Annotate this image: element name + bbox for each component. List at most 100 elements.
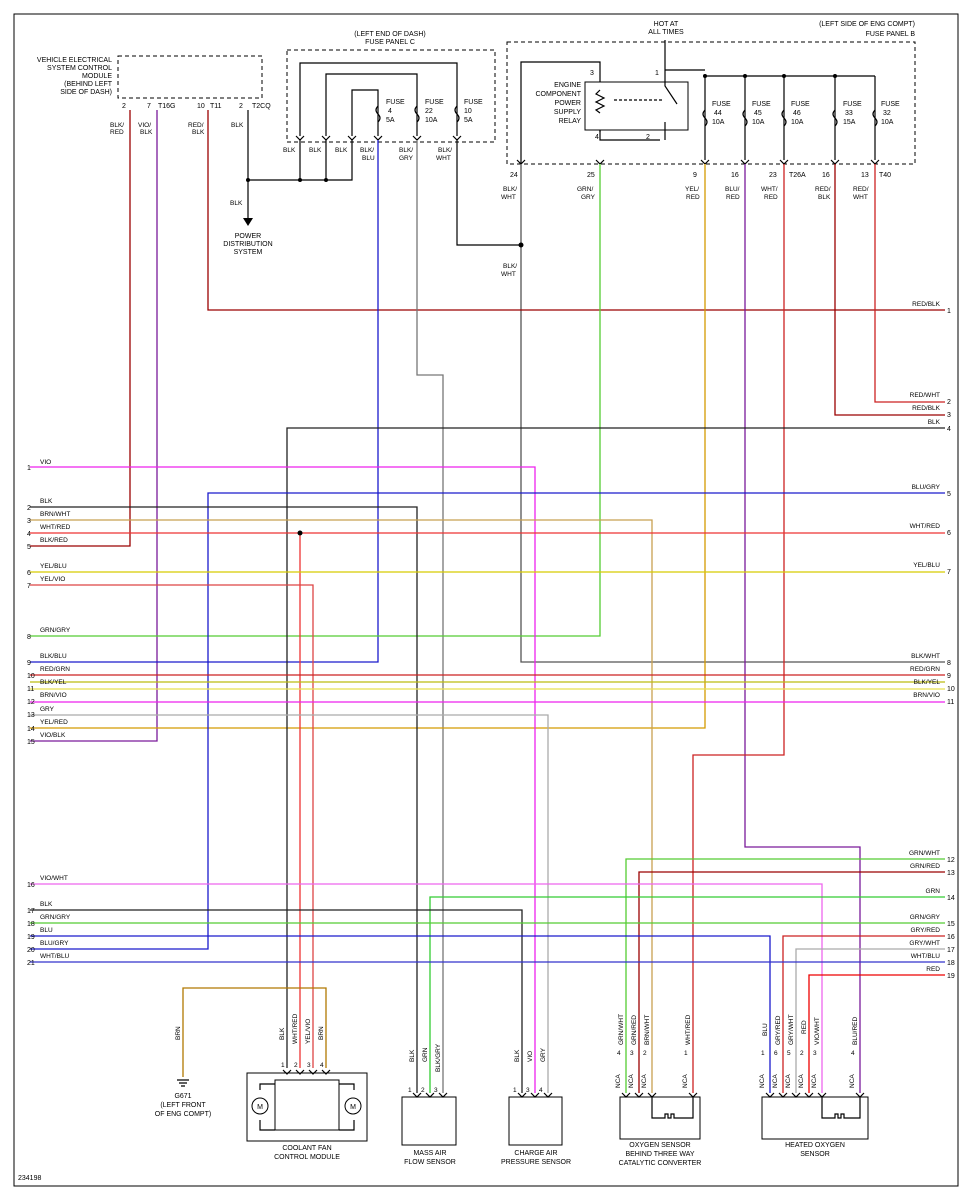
t26a-wire-5a: WHT/: [761, 186, 778, 193]
o2b-line-2: SENSOR: [800, 1151, 830, 1158]
wire-label-blk-red-1: BLK/: [110, 122, 124, 129]
left-color-7: YEL/VIO: [40, 576, 65, 583]
maf-pin-3: 3: [434, 1087, 438, 1094]
coolant-wire-1: BLK: [279, 1027, 286, 1040]
o2b-pin-6: 6: [774, 1050, 778, 1057]
relay-line-5: RELAY: [559, 118, 582, 125]
motor-right-label: M: [350, 1104, 356, 1111]
connector-t26a: T26A: [789, 172, 806, 179]
fuse-c-wire-4b: BLU: [362, 155, 375, 162]
o2b-nca-3: NCA: [785, 1074, 792, 1088]
wire-red-19: [808, 974, 945, 1093]
o2b-nca-5: NCA: [811, 1074, 818, 1088]
cap-line-1: CHARGE AIR: [514, 1150, 557, 1157]
right-num-8: 8: [947, 660, 951, 667]
left-color-14: YEL/RED: [40, 719, 68, 726]
fuse-b1-amp: 10A: [712, 119, 725, 126]
wire-brn-wht-3: [30, 519, 653, 1093]
o2a-pin-1: 1: [684, 1050, 688, 1057]
wire-blk-wht-8: [520, 164, 945, 663]
t26a-wire-2b: GRY: [581, 194, 596, 201]
t26a-wire-3b: RED: [686, 194, 700, 201]
wire-wht-red-o2a: [692, 164, 785, 1093]
power-distribution-system: BLK POWER DISTRIBUTION SYSTEM: [223, 200, 272, 256]
connector-t11: T11: [210, 103, 222, 110]
wire-label-blk: BLK: [231, 122, 244, 129]
cap-wire-3: GRY: [540, 1047, 547, 1062]
relay-line-1: ENGINE: [554, 82, 581, 89]
wire-red-wht-2: [874, 164, 945, 403]
vescm-line-5: SIDE OF DASH): [60, 89, 112, 96]
wire-yel-red-14: [30, 164, 706, 729]
t40-wire-2a: RED/: [853, 186, 869, 193]
fuse-b3-amp: 10A: [791, 119, 804, 126]
fuse-b4-name: FUSE: [843, 101, 862, 108]
right-color-16: GRY/RED: [911, 927, 941, 934]
heated-oxygen-sensor: BLU GRY/RED GRY/WHT RED VIO/WHT BLU/RED …: [759, 1014, 869, 1158]
relay-pin-3: 3: [590, 70, 594, 77]
vescm-line-2: SYSTEM CONTROL: [47, 65, 112, 72]
coolant-line-1: COOLANT FAN: [282, 1145, 331, 1152]
wire-gry-wht-17: [795, 948, 945, 1093]
vescm-line-4: (BEHIND LEFT: [64, 81, 113, 88]
left-num-9: 9: [27, 660, 31, 667]
left-color-20: BLU/GRY: [40, 940, 69, 947]
cap-wire-1: BLK: [514, 1049, 521, 1062]
o2b-wire-4: RED: [801, 1020, 808, 1034]
t40-pin-16: 16: [822, 172, 830, 179]
t26a-pin-25: 25: [587, 172, 595, 179]
fuse-c-wire-6a: BLK/: [438, 147, 452, 154]
left-color-19: BLU: [40, 927, 53, 934]
left-num-19: 19: [27, 934, 35, 941]
right-color-17: GRY/WHT: [909, 940, 940, 947]
o2a-line-1: OXYGEN SENSOR: [629, 1142, 690, 1149]
fuse-panel-c: (LEFT END OF DASH) FUSE PANEL C FUSE 4 5…: [283, 31, 496, 162]
fuse-b5-amp: 10A: [881, 119, 894, 126]
o2a-line-3: CATALYTIC CONVERTER: [619, 1160, 702, 1167]
o2a-pin-4: 4: [617, 1050, 621, 1057]
o2a-line-2: BEHIND THREE WAY: [625, 1151, 694, 1158]
t26a-wire-1a: BLK/: [503, 186, 517, 193]
fuse-b5-num: 32: [883, 110, 891, 117]
wire-grn-14: [429, 896, 945, 1093]
fuse-c3-name: FUSE: [464, 99, 483, 106]
left-num-7: 7: [27, 583, 31, 590]
t26a-wire-4a: BLU/: [725, 186, 740, 193]
left-color-1: VIO: [40, 459, 51, 466]
right-num-4: 4: [947, 426, 951, 433]
hot-line-2: ALL TIMES: [648, 29, 684, 36]
cap-pin-3: 3: [526, 1087, 530, 1094]
right-num-16: 16: [947, 934, 955, 941]
right-color-4: BLK: [928, 419, 941, 426]
o2a-wire-2: GRN/RED: [631, 1015, 638, 1045]
wire-red-blk-1: [207, 110, 945, 311]
splice-label-1: BLK/: [503, 263, 517, 270]
right-color-11: BRN/VIO: [913, 692, 940, 699]
t26a-pin-24: 24: [510, 172, 518, 179]
o2b-wire-3: GRY/WHT: [788, 1014, 795, 1045]
wire-blk-blu-9: [30, 140, 379, 663]
left-num-17: 17: [27, 908, 35, 915]
right-color-18: WHT/BLU: [911, 953, 941, 960]
fuse-c-wire-2: BLK: [309, 147, 322, 154]
pds-line-3: SYSTEM: [234, 249, 263, 256]
left-color-18: GRN/GRY: [40, 914, 71, 921]
wire-blk-gry-maf: [416, 140, 444, 1093]
fuse-b4-num: 33: [845, 110, 853, 117]
left-num-16: 16: [27, 882, 35, 889]
ground-line-1: G671: [174, 1093, 191, 1100]
right-num-1: 1: [947, 308, 951, 315]
fuse-c-wire-5a: BLK/: [399, 147, 413, 154]
o2a-pin-2: 2: [643, 1050, 647, 1057]
maf-wire-1: BLK: [409, 1049, 416, 1062]
fuse-c1-num: 4: [388, 108, 392, 115]
left-color-2: BLK: [40, 498, 53, 505]
maf-line-1: MASS AIR: [413, 1150, 446, 1157]
left-num-2: 2: [27, 505, 31, 512]
t40-wire-1a: RED/: [815, 186, 831, 193]
right-num-12: 12: [947, 857, 955, 864]
ground-wire-label: BRN: [175, 1026, 182, 1040]
coolant-wire-3: YEL/VIO: [305, 1019, 312, 1044]
fuse-b1-name: FUSE: [712, 101, 731, 108]
